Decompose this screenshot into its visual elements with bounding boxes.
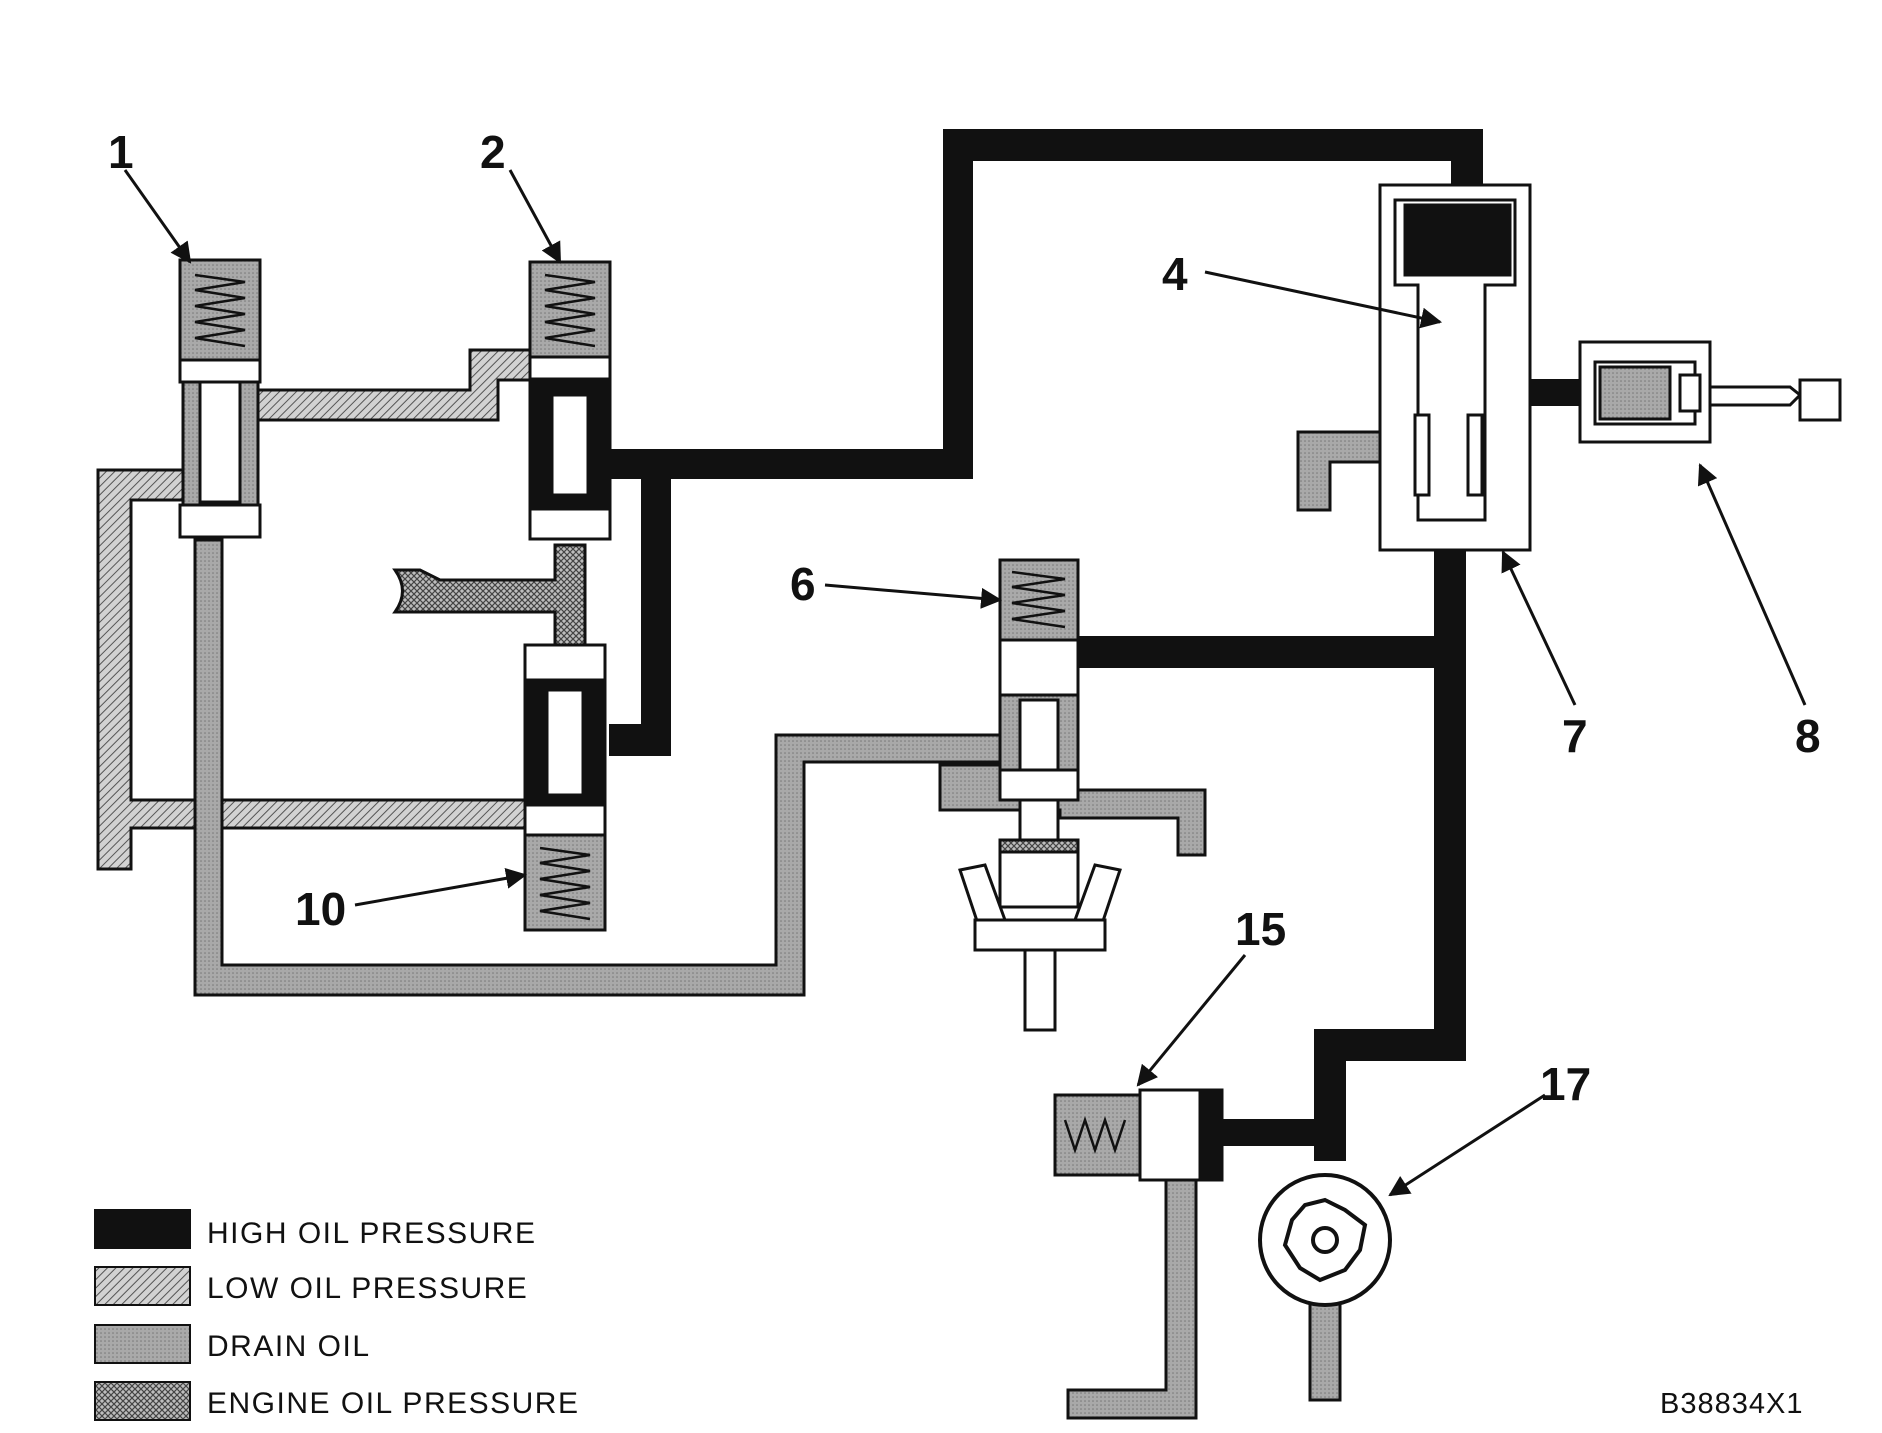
valve-10 [523,643,607,932]
valve-7 [1378,183,1532,552]
callout-4: 4 [1162,248,1188,300]
spring-6-icon [1011,570,1066,629]
callout-arrows [123,169,1807,1197]
relief-valve-15 [1053,1088,1224,1182]
valve-2 [528,260,612,541]
solenoid-8 [1578,340,1842,444]
callout-15: 15 [1235,903,1286,955]
legend-swatch-low [94,1266,191,1306]
pump-17 [1258,1173,1392,1307]
valve-1 [178,258,262,539]
legend-item-drain: DRAIN OIL [94,1324,371,1364]
legend-item-low: LOW OIL PRESSURE [94,1266,528,1306]
legend-label-low: LOW OIL PRESSURE [207,1272,528,1305]
legend-swatch-high [94,1209,191,1249]
callout-17: 17 [1540,1058,1591,1110]
valve-6 [958,558,1122,1032]
legend-label-high: HIGH OIL PRESSURE [207,1217,536,1250]
legend-item-engine: ENGINE OIL PRESSURE [94,1381,579,1421]
callout-10: 10 [295,883,346,935]
spring-1-icon [194,273,246,348]
legend: HIGH OIL PRESSURE LOW OIL PRESSURE DRAIN… [94,1209,579,1421]
callout-labels: 1 2 4 6 7 8 10 15 17 [108,126,1821,1110]
engine-oil-passages [392,543,587,647]
figure-id: B38834X1 [1660,1388,1803,1420]
spring-10-icon [539,846,591,921]
legend-swatch-drain [94,1324,191,1364]
legend-swatch-engine [94,1381,191,1421]
callout-2: 2 [480,126,506,178]
callout-1: 1 [108,126,134,178]
spring-15-icon [1063,1116,1127,1154]
callout-6: 6 [790,558,816,610]
callout-7: 7 [1562,710,1588,762]
spring-2-icon [544,273,596,348]
legend-label-engine: ENGINE OIL PRESSURE [207,1387,579,1420]
legend-item-high: HIGH OIL PRESSURE [94,1209,536,1250]
callout-8: 8 [1795,710,1821,762]
drain-passages [181,378,1417,1420]
legend-label-drain: DRAIN OIL [207,1330,371,1363]
